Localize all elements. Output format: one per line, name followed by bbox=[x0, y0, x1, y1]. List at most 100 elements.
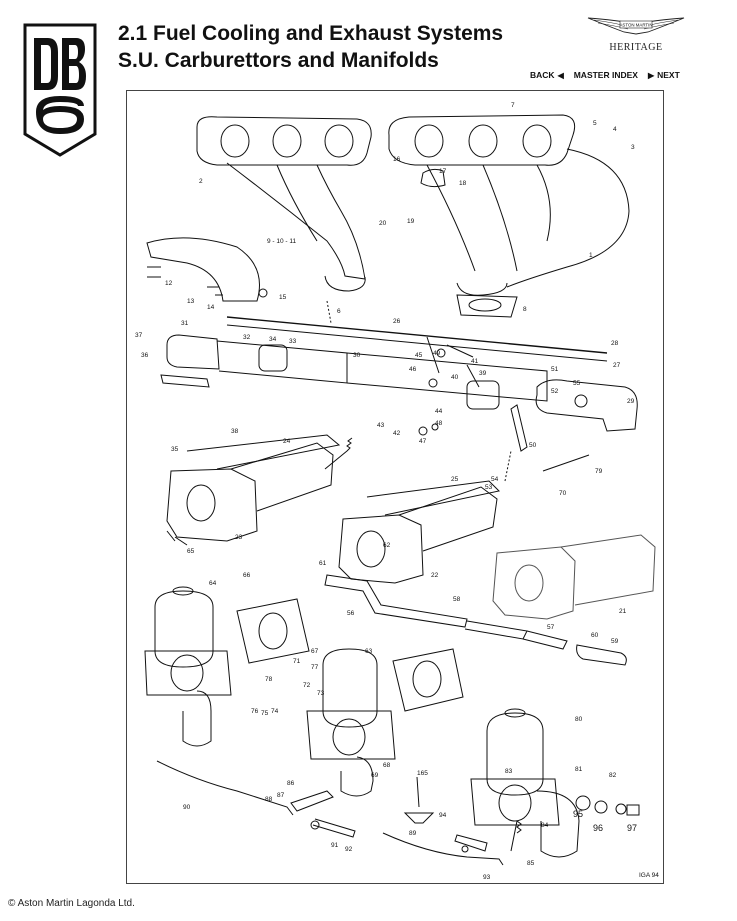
part-label-74: 74 bbox=[271, 708, 279, 715]
part-label-62: 62 bbox=[383, 542, 391, 549]
part-label-79: 79 bbox=[595, 468, 603, 475]
back-label: BACK bbox=[530, 70, 555, 80]
part-label-29: 29 bbox=[627, 398, 635, 405]
part-label-30: 30 bbox=[353, 352, 361, 359]
part-label-95: 95 bbox=[573, 809, 583, 819]
part-label-69: 69 bbox=[371, 772, 379, 779]
part-label-68: 68 bbox=[383, 762, 391, 769]
part-label-84: 84 bbox=[541, 822, 549, 829]
part-label-23: 23 bbox=[235, 534, 243, 541]
part-label-53: 53 bbox=[485, 484, 493, 491]
part-label-17: 17 bbox=[439, 168, 447, 175]
part-label-37: 37 bbox=[135, 332, 143, 339]
master-index-link[interactable]: MASTER INDEX bbox=[574, 70, 638, 80]
part-label-50: 50 bbox=[529, 442, 537, 449]
part-label-2: 2 bbox=[199, 178, 203, 185]
part-label-80: 80 bbox=[575, 716, 583, 723]
back-link[interactable]: BACK ◀ bbox=[530, 70, 564, 80]
part-label-97: 97 bbox=[627, 823, 637, 833]
page-navigation: BACK ◀ MASTER INDEX ▶ NEXT bbox=[530, 68, 730, 82]
part-label-93: 93 bbox=[483, 874, 491, 881]
part-label-13: 13 bbox=[187, 298, 195, 305]
part-label-3: 3 bbox=[631, 144, 635, 151]
part-label-91: 91 bbox=[331, 842, 339, 849]
part-label-61: 61 bbox=[319, 560, 327, 567]
part-label-87: 87 bbox=[277, 792, 285, 799]
part-label-56: 56 bbox=[347, 610, 355, 617]
part-label-90: 90 bbox=[183, 804, 191, 811]
part-label-60: 60 bbox=[591, 632, 599, 639]
diagram-reference: IGA 94 bbox=[639, 872, 659, 879]
part-label-38: 38 bbox=[231, 428, 239, 435]
next-link[interactable]: ▶ NEXT bbox=[648, 70, 680, 80]
part-label-40: 40 bbox=[451, 374, 459, 381]
part-label-12: 12 bbox=[165, 280, 173, 287]
part-label-65: 65 bbox=[187, 548, 195, 555]
brand-logo: ASTON MARTIN HERITAGE bbox=[586, 10, 686, 58]
part-label-165: 165 bbox=[417, 770, 428, 777]
part-label-63: 63 bbox=[365, 648, 373, 655]
part-label-67: 67 bbox=[311, 648, 319, 655]
part-label-25: 25 bbox=[451, 476, 459, 483]
part-label-16: 16 bbox=[393, 156, 401, 163]
part-label-43: 43 bbox=[377, 422, 385, 429]
part-label-20: 20 bbox=[379, 220, 387, 227]
part-label-83: 83 bbox=[505, 768, 513, 775]
part-label-42: 42 bbox=[393, 430, 401, 437]
part-label-57: 57 bbox=[547, 624, 555, 631]
part-label-52: 52 bbox=[551, 388, 559, 395]
part-label-94: 94 bbox=[439, 812, 447, 819]
part-label-46: 46 bbox=[409, 366, 417, 373]
heritage-label: HERITAGE bbox=[609, 42, 663, 53]
part-label-41: 41 bbox=[471, 358, 479, 365]
part-label-55: 55 bbox=[573, 380, 581, 387]
copyright-notice: © Aston Martin Lagonda Ltd. bbox=[8, 898, 135, 909]
part-label-72: 72 bbox=[303, 682, 311, 689]
part-label-22: 22 bbox=[431, 572, 439, 579]
part-label-96: 96 bbox=[593, 823, 603, 833]
part-label-47: 47 bbox=[419, 438, 427, 445]
part-label-64: 64 bbox=[209, 580, 217, 587]
arrow-right-icon: ▶ bbox=[647, 70, 655, 80]
part-label-51: 51 bbox=[551, 366, 559, 373]
part-label-9-10-11: 9 - 10 - 11 bbox=[267, 238, 297, 245]
part-label-59: 59 bbox=[611, 638, 619, 645]
part-label-48: 48 bbox=[435, 420, 443, 427]
page-subtitle: S.U. Carburettors and Manifolds bbox=[118, 49, 439, 72]
part-label-6: 6 bbox=[337, 308, 341, 315]
part-label-15: 15 bbox=[279, 294, 287, 301]
next-label: NEXT bbox=[657, 70, 680, 80]
part-label-24: 24 bbox=[283, 438, 291, 445]
part-label-86: 86 bbox=[287, 780, 295, 787]
part-label-89: 89 bbox=[409, 830, 417, 837]
part-label-58: 58 bbox=[453, 596, 461, 603]
part-label-73: 73 bbox=[317, 690, 325, 697]
part-label-4: 4 bbox=[613, 126, 617, 133]
part-label-26: 26 bbox=[393, 318, 401, 325]
part-label-49: 49 bbox=[433, 350, 441, 357]
part-label-28: 28 bbox=[611, 340, 619, 347]
part-label-39: 39 bbox=[479, 370, 487, 377]
part-label-7: 7 bbox=[511, 102, 515, 109]
part-label-45: 45 bbox=[415, 352, 423, 359]
part-label-92: 92 bbox=[345, 846, 353, 853]
title-block: 2.1 Fuel Cooling and Exhaust Systems S.U… bbox=[118, 20, 538, 74]
part-label-36: 36 bbox=[141, 352, 149, 359]
part-label-70: 70 bbox=[559, 490, 567, 497]
part-label-31: 31 bbox=[181, 320, 189, 327]
part-label-21: 21 bbox=[619, 608, 627, 615]
part-label-78: 78 bbox=[265, 676, 273, 683]
part-label-1: 1 bbox=[589, 252, 593, 259]
part-label-33: 33 bbox=[289, 338, 297, 345]
part-label-77: 77 bbox=[311, 664, 319, 671]
part-label-18: 18 bbox=[459, 180, 467, 187]
part-label-5: 5 bbox=[593, 120, 597, 127]
part-label-82: 82 bbox=[609, 772, 617, 779]
part-label-66: 66 bbox=[243, 572, 251, 579]
part-label-27: 27 bbox=[613, 362, 621, 369]
part-label-19: 19 bbox=[407, 218, 415, 225]
part-label-81: 81 bbox=[575, 766, 583, 773]
part-label-44: 44 bbox=[435, 408, 443, 415]
part-label-85: 85 bbox=[527, 860, 535, 867]
